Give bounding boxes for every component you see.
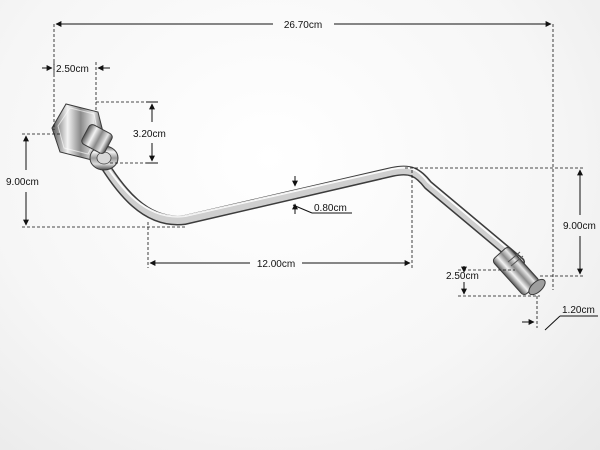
dimension-socket-top-width: 2.50cm bbox=[42, 62, 110, 110]
dimension-middle-span: 12.00cm bbox=[147, 170, 413, 270]
dimension-rod-diameter: 0.80cm bbox=[292, 176, 352, 214]
dimension-overall-length: 26.70cm bbox=[53, 20, 554, 290]
dimension-socket-height: 3.20cm bbox=[96, 101, 166, 164]
overall-length-label: 26.70cm bbox=[284, 20, 322, 31]
socket-head bbox=[51, 103, 119, 171]
dimension-tip-length: 2.50cm bbox=[446, 266, 540, 297]
socket-top-width-label: 2.50cm bbox=[56, 64, 89, 75]
tip-width-label: 1.20cm bbox=[562, 305, 595, 316]
middle-span-label: 12.00cm bbox=[257, 259, 295, 270]
right-offset-label: 9.00cm bbox=[563, 221, 596, 232]
tip-end bbox=[492, 246, 546, 296]
dimension-right-offset: 9.00cm bbox=[405, 167, 596, 277]
socket-height-label: 3.20cm bbox=[133, 129, 166, 140]
wrench-body bbox=[51, 103, 546, 296]
left-offset-label: 9.00cm bbox=[6, 177, 39, 188]
dimension-tip-width: 1.20cm bbox=[522, 296, 598, 331]
rod-diameter-label: 0.80cm bbox=[314, 203, 347, 214]
dimension-left-offset: 9.00cm bbox=[6, 133, 185, 228]
tip-length-label: 2.50cm bbox=[446, 271, 479, 282]
